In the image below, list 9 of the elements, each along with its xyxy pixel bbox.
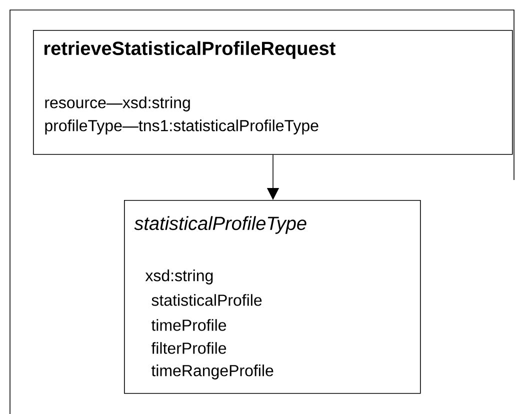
attribute-text: statisticalProfile — [152, 294, 262, 306]
attribute-text: filterProfile — [151, 342, 226, 354]
attribute-text: xsd:string — [145, 270, 213, 284]
class-name: retrieveStatisticalProfileRequest — [44, 41, 336, 59]
attribute-text: timeProfile — [151, 319, 226, 331]
attribute-text: resource—xsd:string — [45, 96, 190, 112]
attribute-text: profileType—tns1:statisticalProfileType — [45, 120, 318, 134]
attribute-text: timeRangeProfile — [151, 364, 274, 380]
class-name: statisticalProfileType — [134, 216, 306, 234]
